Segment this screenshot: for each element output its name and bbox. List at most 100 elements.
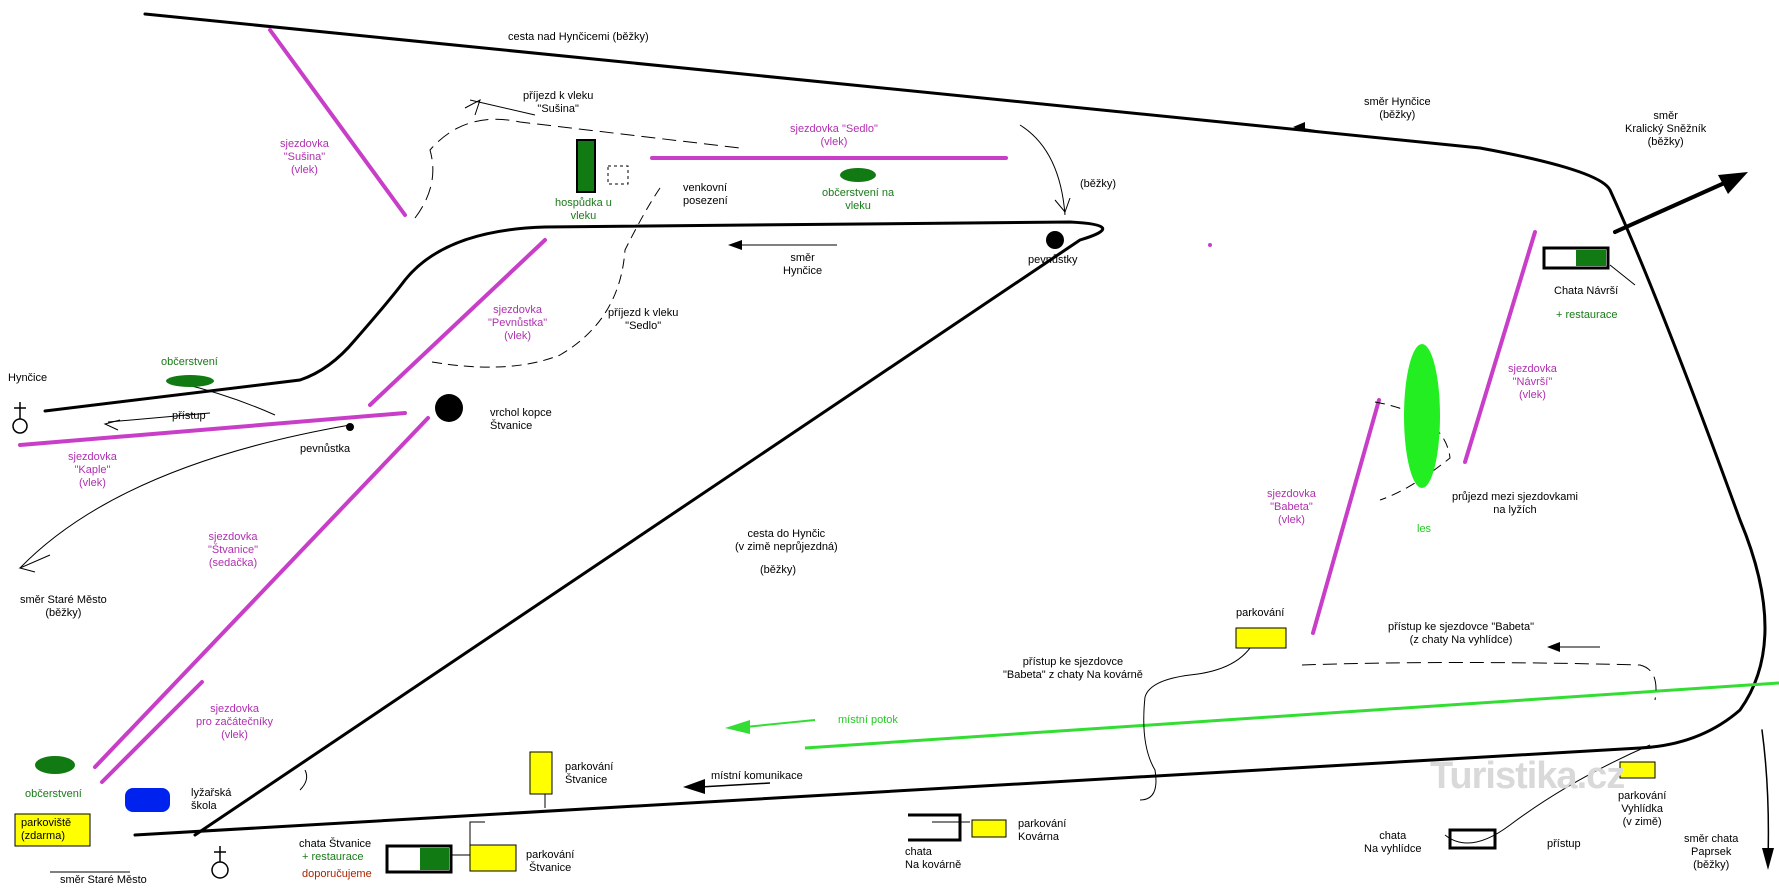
slope-navrsi (1463, 230, 1537, 464)
label-sjezdovka-zacatecniky: sjezdovka pro začátečníky (vlek) (196, 703, 274, 741)
kiosk-oval-bottom (35, 756, 75, 774)
label-hospudka: hospůdka u vleku (555, 197, 612, 222)
forest-oval (1404, 344, 1440, 488)
hut-kovarne (908, 813, 962, 842)
hut-stvanice-fill (420, 848, 449, 870)
label-lyzarska-skola: lyžařská škola (191, 787, 232, 812)
label-parkovani-stvanice-top: parkování Štvanice (565, 761, 614, 786)
hut-susina (576, 139, 596, 193)
parking-vyhlidka-marker (1619, 761, 1656, 779)
label-sjezdovka-kaple: sjezdovka "Kaple" (vlek) (68, 451, 117, 489)
arrow-paprsek-line (1761, 729, 1770, 861)
label-parkovani-stvanice-bottom: parkování Štvanice (526, 849, 575, 874)
label-obcerstveni-left: občerstvení (161, 356, 218, 368)
label-hyncice: Hynčice (8, 372, 48, 384)
path-pevnustky (1019, 124, 1066, 216)
kiosk-oval-left (166, 375, 214, 387)
label-bezky-down: (běžky) (1080, 178, 1117, 190)
road-stvanice-loop (43, 220, 1104, 837)
parking-stvanice-top-marker (529, 751, 553, 795)
path-navrsi-chata (1609, 264, 1636, 286)
label-doporucujeme: doporučujeme (302, 868, 372, 880)
label-vrchol: vrchol kopce Štvanice (490, 407, 552, 432)
label-sjezdovka-sedlo: sjezdovka "Sedlo" (vlek) (790, 123, 878, 148)
stream-arrow-head (725, 720, 750, 734)
path-vyhlidce (1444, 744, 1651, 844)
label-smer-stare-mesto-bezky: směr Staré Město (běžky) (20, 594, 107, 619)
label-venkovni: venkovní posezení (683, 182, 728, 207)
label-les: les (1417, 523, 1432, 535)
parking-free-marker (14, 813, 91, 847)
arrow-babeta-right-head (1547, 642, 1560, 652)
arrow-bezky (1054, 197, 1071, 213)
parking-stvanice-bottom-marker (469, 844, 517, 872)
road-mark-left (299, 769, 308, 791)
label-bezky-mid: (běžky) (760, 564, 797, 576)
slope-kaple (18, 411, 407, 447)
slope-susina (268, 28, 407, 217)
watermark: Turistika.cz (1430, 755, 1625, 797)
label-stvanice-restaurace: + restaurace (302, 851, 364, 863)
label-prijezd-susina: příjezd k vleku "Sušina" (523, 90, 594, 115)
label-sjezdovka-pevnustka: sjezdovka "Pevnůstka" (vlek) (488, 304, 548, 342)
pevnustka-marker (346, 423, 354, 431)
label-mistni-potok: místní potok (838, 714, 898, 726)
path-babeta-vyhlidce (1301, 662, 1657, 701)
label-parkovani-vyhlidka: parkování Vyhlídka (v zimě) (1618, 790, 1667, 828)
label-parkoviste-zdarma: parkoviště (zdarma) (21, 817, 72, 842)
label-pristup-babeta-left: přístup ke sjezdovce "Babeta" z chaty Na… (1003, 656, 1143, 681)
parking-top-marker (1235, 627, 1287, 649)
label-chata-na-vyhlidce: chata Na vyhlídce (1364, 830, 1422, 855)
label-smer-hyncice-mid: směr Hynčice (783, 252, 823, 277)
label-smer-stare-mesto-bottom: směr Staré Město (60, 874, 147, 886)
label-prijezd-sedlo: příjezd k vleku "Sedlo" (608, 307, 679, 332)
chapel-top-icon (12, 418, 28, 434)
label-sjezdovka-susina: sjezdovka "Sušina" (vlek) (280, 138, 329, 176)
path-babeta-kovarne (1139, 639, 1256, 801)
label-obcerstveni-vleku: občerstvení na vleku (822, 187, 895, 212)
label-mistni-komunikace: místní komunikace (711, 770, 803, 782)
arrow-hyncice-top-head (1293, 122, 1305, 132)
label-sjezdovka-babeta: sjezdovka "Babeta" (vlek) (1267, 488, 1316, 526)
pink-dot (1208, 243, 1212, 247)
label-smer-chata-paprsek: směr chata Paprsek (běžky) (1684, 833, 1739, 871)
path-stare-mesto (19, 424, 351, 569)
label-chata-stvanice: chata Štvanice (299, 838, 372, 850)
label-sjezdovka-navrsi: sjezdovka "Návrší" (vlek) (1508, 363, 1557, 401)
label-chata-navrsi: Chata Návrší (1554, 285, 1619, 297)
arrow-komunikace-line (699, 782, 771, 788)
label-parkovani-top: parkování (1236, 607, 1285, 619)
label-cesta-nad: cesta nad Hynčicemi (běžky) (508, 31, 649, 43)
stream-arrow-line (744, 719, 816, 728)
slope-zacatecniky (100, 680, 204, 784)
parking-kovarna-marker (971, 819, 1007, 838)
label-pristup-babeta-right: přístup ke sjezdovce "Babeta" (z chaty N… (1388, 621, 1535, 646)
slope-babeta (1311, 398, 1381, 635)
label-sjezdovka-stvanice: sjezdovka "Štvanice" (sedačka) (208, 531, 258, 569)
chapel-bottom-icon (211, 861, 229, 879)
ski-school-marker (125, 788, 170, 812)
label-obcerstveni-bottom: občerstvení (25, 788, 82, 800)
slope-pevnustka (368, 238, 547, 407)
label-cesta-do-hyncic: cesta do Hynčic (v zimě neprůjezdná) (735, 528, 838, 553)
arrow-kralicky-head (1718, 172, 1748, 194)
arrow-kaple (103, 419, 121, 431)
arrow-komunikace-head (683, 779, 705, 794)
hut-vyhlidce (1448, 828, 1497, 850)
slope-stvanice (93, 416, 430, 769)
summit-marker (435, 394, 463, 422)
label-prujezd: průjezd mezi sjezdovkami na lyžích (1452, 491, 1578, 516)
arrow-kralicky-line (1613, 174, 1742, 234)
arrow-stare-mesto (18, 554, 51, 573)
arrow-susina (464, 98, 481, 116)
pevnustky-marker (1046, 231, 1064, 249)
arrow-paprsek-head (1762, 848, 1774, 870)
path-stvanice-parking (450, 821, 485, 856)
hut-navrsi-fill (1576, 250, 1606, 266)
label-smer-hyncice-top: směr Hynčice (běžky) (1364, 96, 1431, 121)
path-susina (414, 118, 741, 219)
stream (804, 681, 1779, 750)
label-parkovani-kovarna: parkování Kovárna (1018, 818, 1067, 843)
